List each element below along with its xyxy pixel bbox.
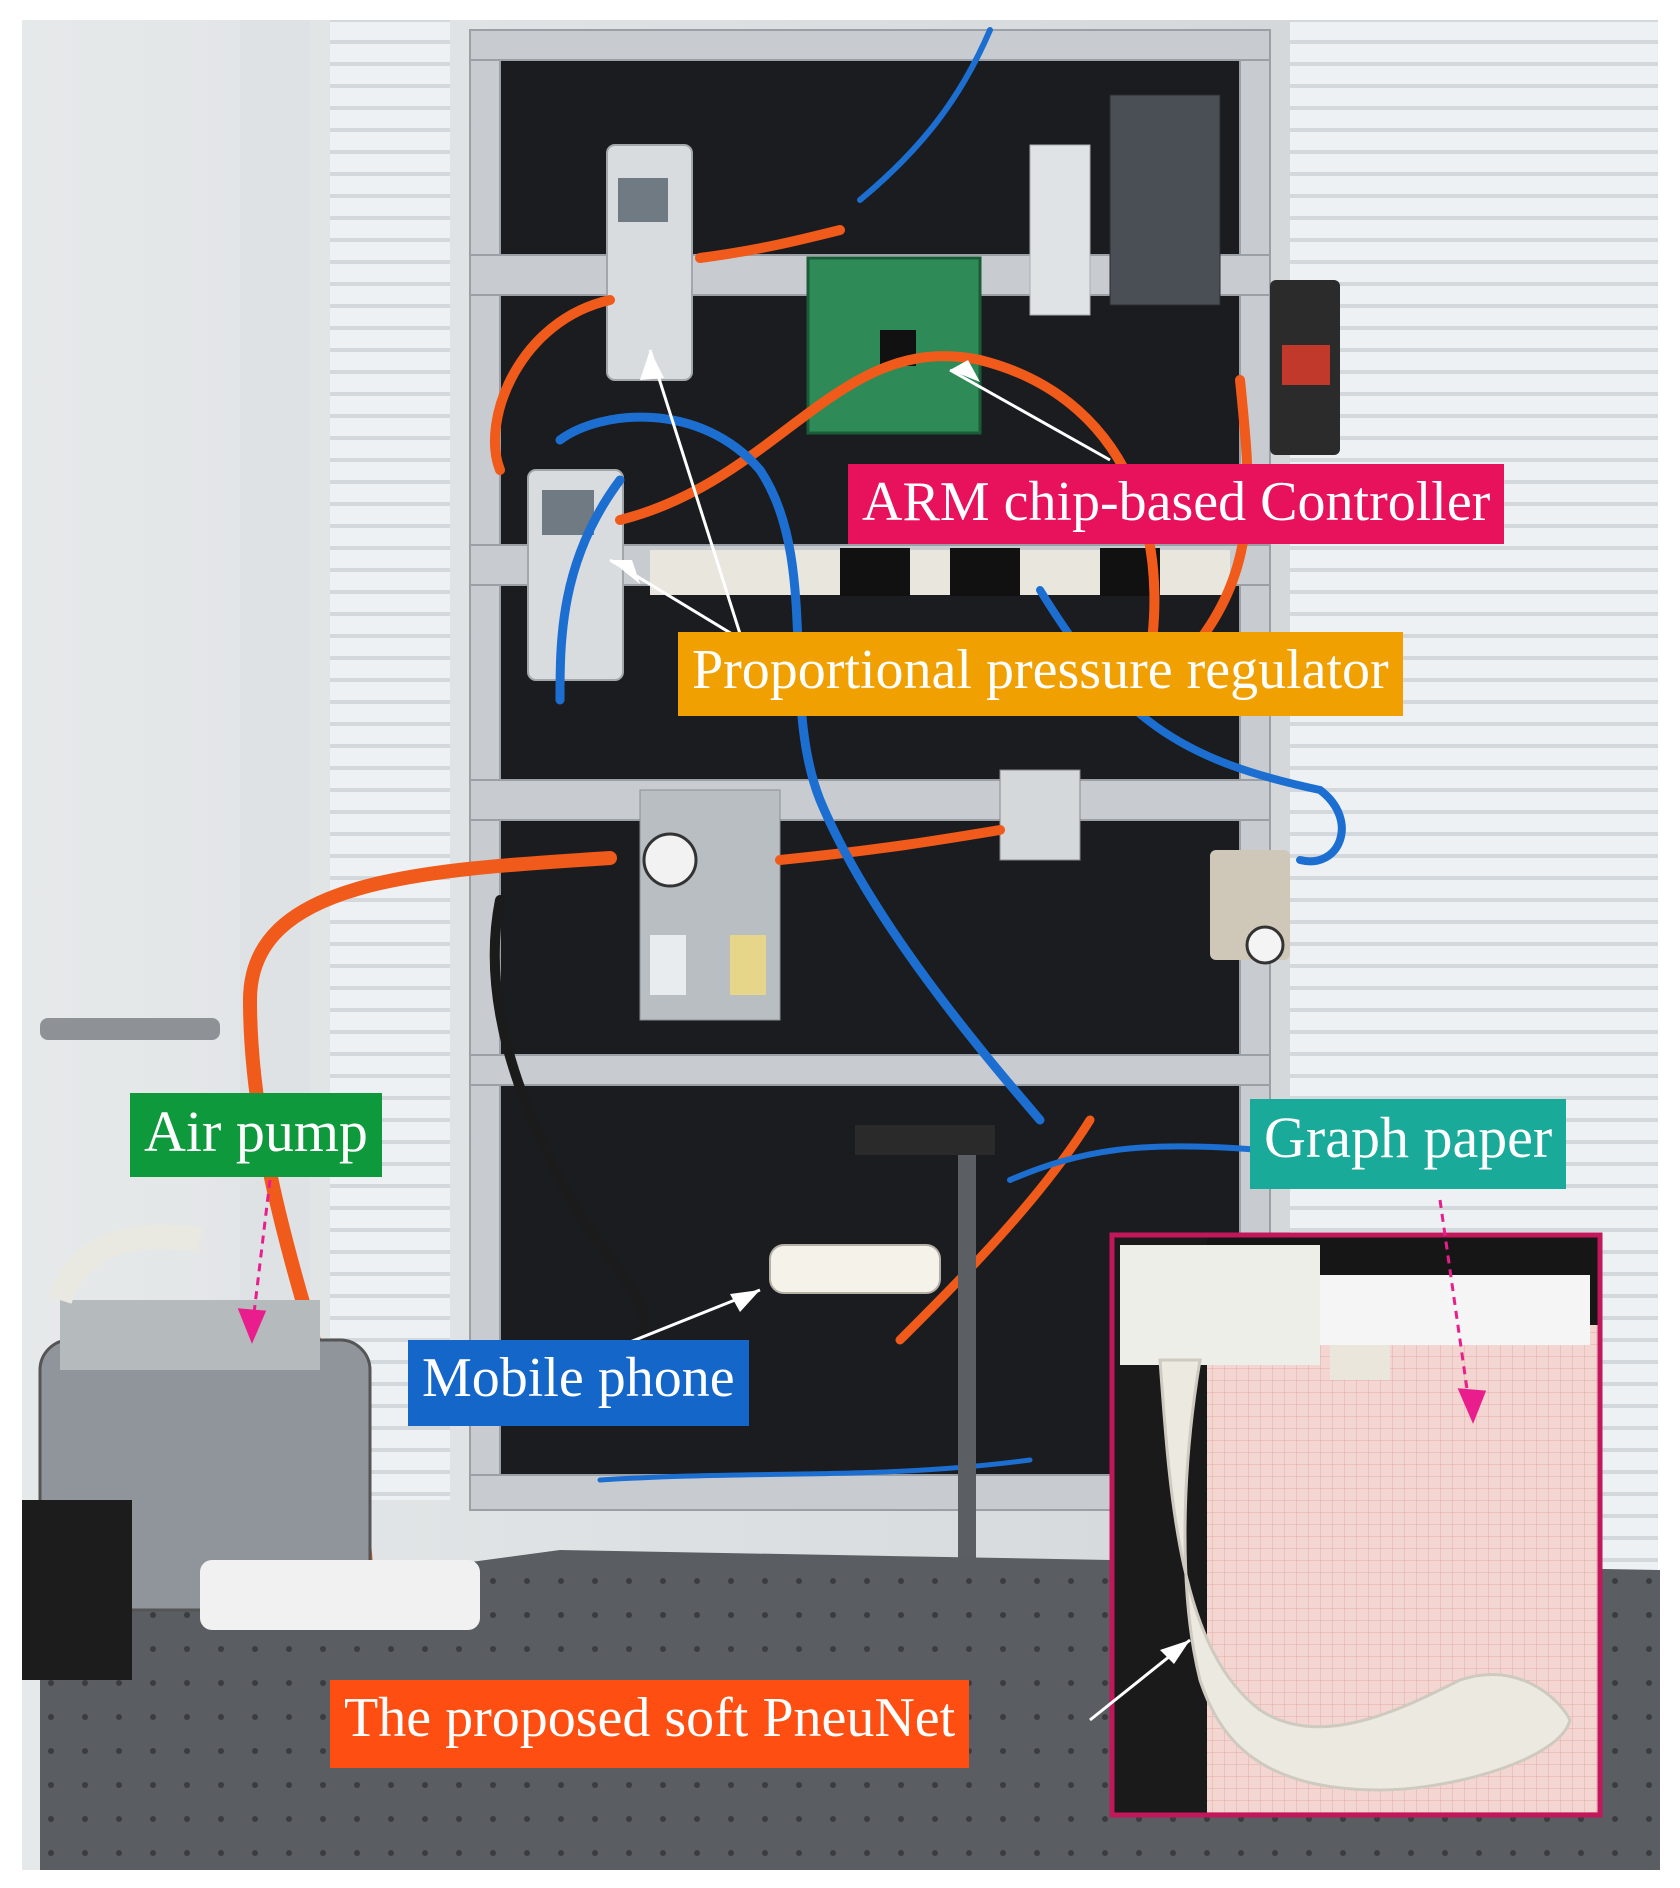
controller-label: ARM chip-based Controller: [848, 464, 1505, 544]
soft-actuator-finger: [1158, 1358, 1572, 1792]
mobile-phone-device: [769, 1244, 941, 1294]
air-pump-device: [22, 1224, 480, 1680]
graph-paper-label: Graph paper: [1250, 1099, 1567, 1189]
camera-stand-pole: [958, 1150, 976, 1670]
valve-center: [999, 769, 1081, 861]
door-handle: [40, 1018, 220, 1040]
mobile-phone-label: Mobile phone: [408, 1340, 749, 1426]
pressure-gauge: [642, 832, 698, 888]
window-blinds-left: [330, 20, 450, 1500]
regulator-label: Proportional pressure regulator: [678, 632, 1403, 716]
soft-pneunet-label: The proposed soft PneuNet: [330, 1680, 970, 1768]
air-pump-label: Air pump: [130, 1093, 382, 1177]
camera-stand-arm: [855, 1125, 995, 1155]
soft-pneunet-inset: [1109, 1232, 1603, 1818]
power-supply-small: [1029, 144, 1091, 316]
power-supply-large: [1109, 94, 1221, 306]
